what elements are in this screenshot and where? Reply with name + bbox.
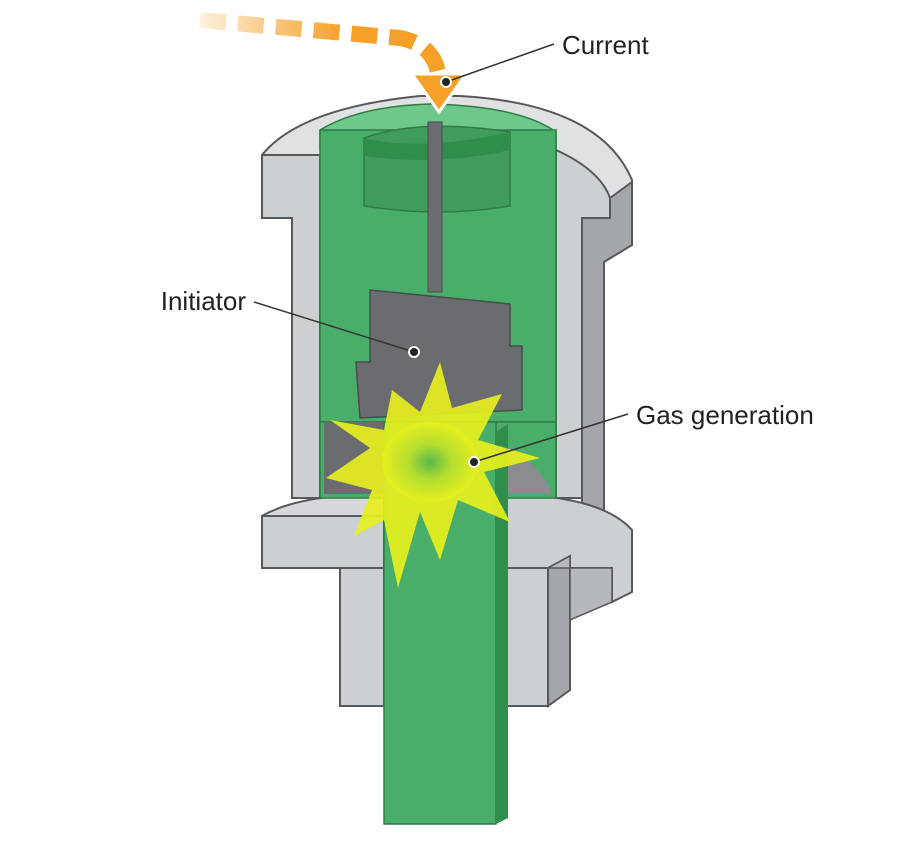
label-current: Current	[562, 30, 649, 60]
gas-flash-glow	[382, 422, 478, 502]
leader-dot-gas	[468, 456, 480, 468]
label-gas-generation: Gas generation	[636, 400, 814, 430]
leader-line-gas	[473, 413, 629, 463]
housing-flange-underside	[547, 554, 613, 622]
housing-neck-right-side	[547, 554, 571, 708]
leader-dot-initiator	[408, 346, 420, 358]
current-arrow-icon	[199, 12, 469, 115]
current-arrow-head	[409, 72, 469, 115]
housing-upper-wall-left	[261, 154, 321, 499]
leader-lines	[253, 43, 629, 468]
housing-right-side	[581, 180, 633, 532]
leader-dot-current	[440, 76, 452, 88]
current-arrow-dashes	[199, 12, 446, 75]
initiator-block	[355, 289, 523, 419]
initiator	[355, 121, 523, 419]
gas-flash-icon	[326, 362, 540, 588]
insulator-stem-side	[496, 424, 508, 824]
label-initiator: Initiator	[161, 286, 247, 316]
leader-line-initiator	[253, 301, 415, 353]
housing-neck-left	[339, 567, 385, 707]
initiator-pin	[427, 121, 443, 293]
leader-line-current	[445, 43, 555, 83]
